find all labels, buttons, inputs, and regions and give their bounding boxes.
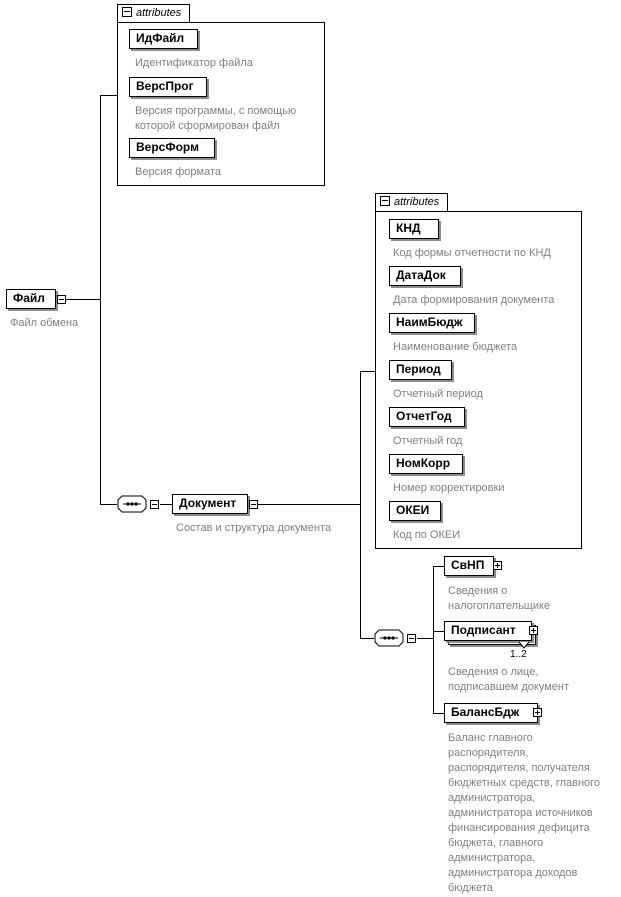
connector-seq-document: [160, 504, 172, 505]
root-attributes-tab[interactable]: attributes: [117, 4, 190, 23]
document-attributes-tab-label: attributes: [394, 196, 440, 208]
attribute-idfile[interactable]: ИдФайл: [129, 29, 198, 49]
attribute-description: Дата формирования документа: [393, 294, 555, 306]
attribute-label: ВерсФорм: [136, 140, 199, 154]
attribute-description: Отчетный период: [393, 388, 483, 400]
attribute-description: Наименование бюджета: [393, 341, 518, 353]
attribute-description: Код формы отчетности по КНД: [393, 247, 551, 259]
expand-icon[interactable]: [529, 626, 538, 635]
attribute-period[interactable]: Период: [389, 360, 452, 380]
document-element[interactable]: Документ: [172, 494, 248, 514]
attribute-description: Код по ОКЕИ: [393, 529, 461, 541]
document-description: Состав и структура документа: [176, 522, 332, 534]
cardinality-label: 1..2: [510, 649, 527, 660]
root-element-label: Файл: [13, 291, 45, 305]
child-element-label: СвНП: [451, 558, 485, 572]
attribute-nomkorr[interactable]: НомКорр: [389, 454, 463, 474]
connector-seq-children: [417, 638, 433, 639]
connector-children-vertical: [433, 566, 434, 713]
collapse-icon[interactable]: [407, 634, 416, 643]
document-attributes-box: [375, 211, 582, 549]
root-attributes-tab-label: attributes: [136, 7, 182, 19]
attribute-label: ОтчетГод: [396, 409, 452, 423]
attribute-label: КНД: [396, 221, 421, 235]
connector-podpisant: [433, 631, 444, 632]
sequence-compositor-icon: [117, 495, 147, 513]
attribute-description: Отчетный год: [393, 435, 463, 447]
attribute-versform[interactable]: ВерсФорм: [129, 138, 215, 158]
connector-root: [66, 299, 100, 300]
root-description: Файл обмена: [10, 317, 79, 329]
attribute-label: ДатаДок: [396, 268, 446, 282]
connector-balans: [433, 713, 444, 714]
document-attributes-tab[interactable]: attributes: [375, 193, 448, 212]
document-element-label: Документ: [179, 496, 237, 510]
connector-document-attrs: [360, 371, 375, 372]
collapse-icon[interactable]: [122, 7, 132, 17]
attribute-label: НаимБюдж: [396, 315, 463, 329]
connector-root-vertical: [100, 95, 101, 505]
connector-root-seq: [100, 504, 117, 505]
attribute-otchetgod[interactable]: ОтчетГод: [389, 407, 465, 427]
child-element-podpisant[interactable]: Подписант: [444, 621, 532, 641]
root-element[interactable]: Файл: [6, 289, 56, 309]
attribute-description: Версия формата: [135, 166, 221, 178]
attribute-description: Номер корректировки: [393, 482, 505, 494]
expand-icon[interactable]: [493, 561, 502, 570]
child-description: Сведения о лице, подписавшем документ: [448, 666, 570, 693]
collapse-icon[interactable]: [57, 295, 66, 304]
child-description: Баланс главного распорядителя, распоряди…: [448, 732, 601, 894]
connector-document-vertical: [360, 371, 361, 638]
attribute-label: Период: [396, 362, 441, 376]
connector-document-seq: [360, 638, 374, 639]
collapse-icon[interactable]: [249, 500, 258, 509]
attribute-label: ИдФайл: [136, 31, 185, 45]
child-element-label: БалансБдж: [451, 705, 520, 719]
cardinality-marker-icon: [518, 641, 530, 649]
attribute-knd[interactable]: КНД: [389, 219, 439, 239]
attribute-description: Версия программы, с помощью которой сфор…: [135, 105, 297, 132]
child-description: Сведения о налогоплательщике: [448, 585, 551, 612]
connector-document: [258, 504, 360, 505]
attribute-label: ВерсПрог: [136, 79, 194, 93]
child-element-balansbdzh[interactable]: БалансБдж: [444, 703, 538, 723]
collapse-icon[interactable]: [150, 500, 159, 509]
child-element-svnp[interactable]: СвНП: [444, 556, 494, 576]
attribute-okei[interactable]: ОКЕИ: [389, 501, 441, 521]
root-attributes-box: [117, 22, 325, 186]
expand-icon[interactable]: [533, 708, 542, 717]
attribute-datadok[interactable]: ДатаДок: [389, 266, 461, 286]
attribute-naimbudzh[interactable]: НаимБюдж: [389, 313, 475, 333]
connector-svnp: [433, 566, 444, 567]
child-element-label: Подписант: [451, 623, 516, 637]
attribute-versprog[interactable]: ВерсПрог: [129, 77, 207, 97]
attribute-label: ОКЕИ: [396, 503, 430, 517]
sequence-compositor-icon: [374, 629, 404, 647]
attribute-description: Идентификатор файла: [135, 57, 253, 69]
connector-root-attrs: [100, 95, 117, 96]
attribute-label: НомКорр: [396, 456, 451, 470]
collapse-icon[interactable]: [380, 196, 390, 206]
